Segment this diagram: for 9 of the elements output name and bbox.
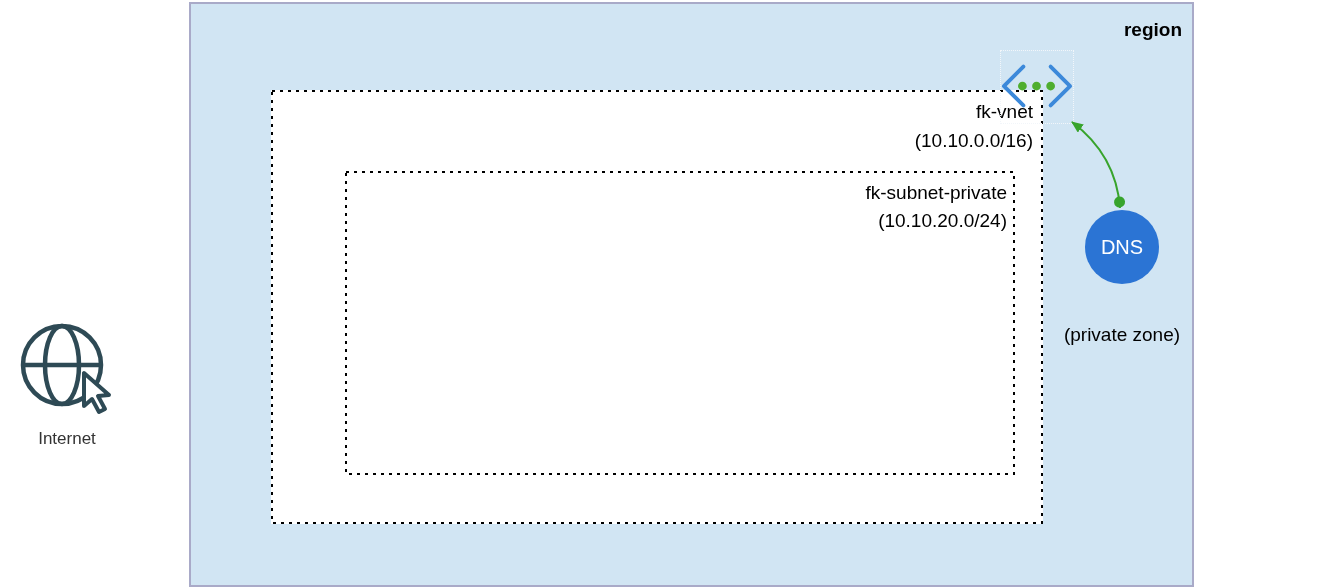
region-container bbox=[189, 2, 1194, 587]
subnet-label: fk-subnet-private (10.10.20.0/24) bbox=[864, 181, 1007, 233]
icon-caption: Internet bbox=[38, 428, 96, 450]
container-title: region bbox=[1123, 18, 1182, 42]
network-label: fk-vnet (10.10.0.0/16) bbox=[913, 100, 1033, 153]
circle-label: DNS bbox=[1100, 235, 1144, 259]
network-boundary bbox=[271, 90, 1043, 524]
node-caption: (private zone) bbox=[1063, 323, 1181, 347]
curved-arrow bbox=[1071, 121, 1125, 209]
